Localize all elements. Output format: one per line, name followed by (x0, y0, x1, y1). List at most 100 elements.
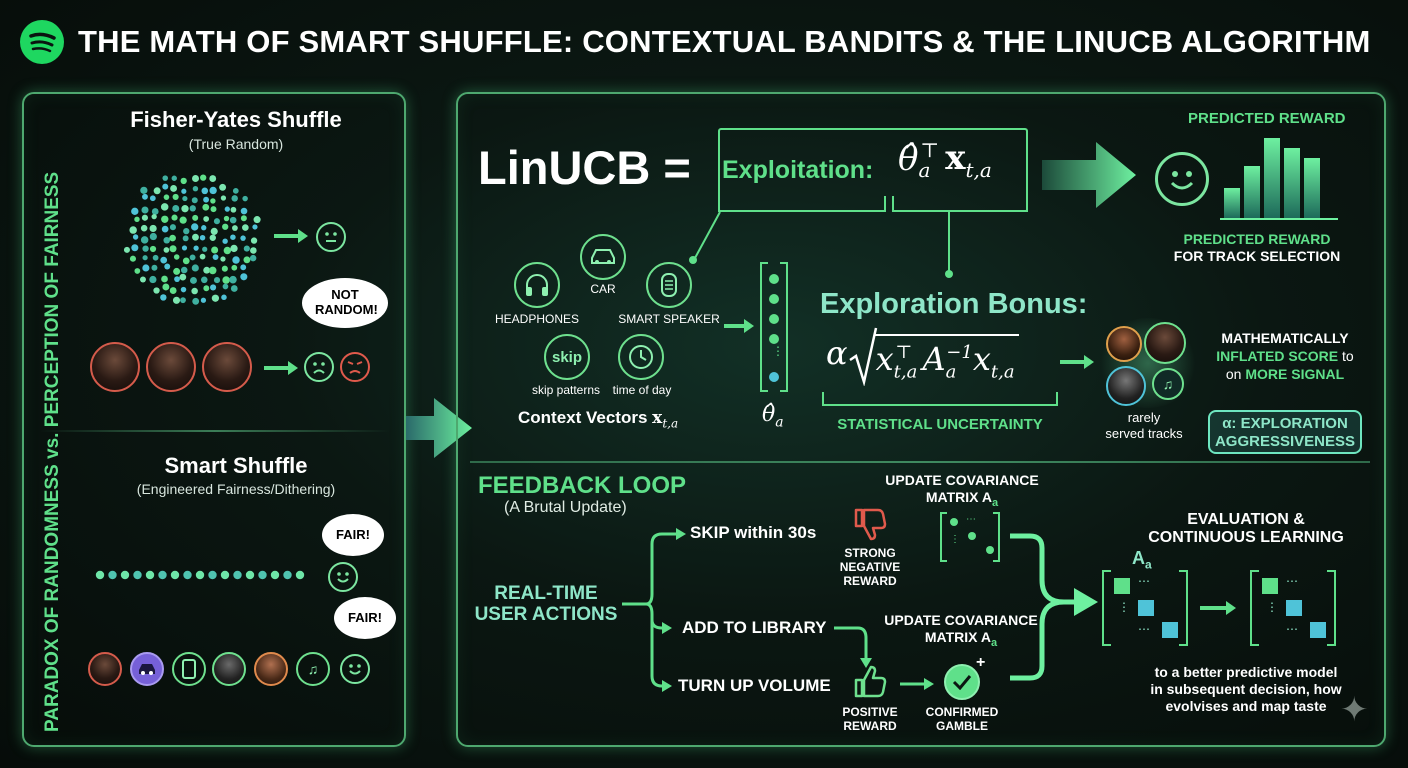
cluster-dot (203, 285, 210, 292)
cluster-dot (179, 273, 187, 281)
cluster-dot (201, 225, 207, 231)
cluster-dot (192, 185, 199, 192)
cluster-dot (160, 203, 169, 211)
cluster-dot (211, 294, 220, 302)
cluster-dot (249, 254, 257, 262)
cluster-dot (199, 234, 206, 241)
cluster-dot (169, 245, 177, 253)
band-avatar (1144, 322, 1186, 364)
context-vectors-label: Context Vectors xt,a (518, 408, 679, 431)
cluster-dot (191, 197, 198, 204)
cluster-dot (169, 287, 177, 294)
cluster-dot (162, 175, 169, 181)
row-dot (295, 570, 305, 580)
theta-vector (760, 262, 788, 392)
cluster-dot (181, 245, 188, 251)
rarely-served-label: rarely served tracks (1105, 410, 1183, 441)
cluster-dot (220, 195, 227, 201)
cluster-dot (199, 253, 206, 260)
row-dot (208, 570, 217, 580)
covariance-matrix-small: ⋯ ⋮ (940, 512, 1000, 562)
cluster-dot (182, 235, 189, 242)
cluster-dot (192, 233, 199, 241)
plus-icon: + (976, 654, 986, 671)
linucb-lhs: LinUCB = (478, 141, 691, 194)
exploitation-box (718, 128, 1028, 212)
cluster-dot (220, 256, 226, 262)
cluster-dot (192, 174, 200, 183)
row-dot (270, 570, 280, 580)
fair-bubble: FAIR! (322, 514, 384, 556)
cluster-dot (240, 235, 246, 241)
cluster-dot (141, 206, 149, 214)
strong-negative-reward-label: STRONG NEGATIVE REWARD (839, 546, 901, 588)
confirmed-gamble-label: CONFIRMED GAMBLE (925, 705, 999, 733)
fisher-yates-title: Fisher-Yates Shuffle (130, 107, 342, 132)
headphones-label: HEADPHONES (494, 312, 580, 326)
spotify-logo-icon (20, 20, 64, 64)
cluster-dot (202, 246, 208, 252)
feedback-loop-subtitle: (A Brutal Update) (504, 499, 627, 516)
cluster-dot (163, 247, 170, 253)
cluster-dot (240, 207, 248, 215)
covariance-matrix-large: ⋯ ⋮ ⋯ (1102, 570, 1188, 646)
cluster-dot (141, 214, 149, 221)
merge-arrows (1010, 533, 1098, 681)
cluster-dot (180, 297, 186, 304)
real-time-actions-label: REAL-TIME USER ACTIONS (474, 583, 618, 625)
cluster-dot (243, 245, 250, 252)
cluster-dot (210, 206, 217, 213)
cluster-dot (240, 264, 247, 271)
cluster-dot (200, 174, 207, 181)
cluster-dot (174, 276, 180, 283)
cluster-dot (252, 224, 258, 230)
cluster-dot (192, 297, 200, 305)
exploitation-formula: θ̂a⊤xt,a (898, 138, 992, 183)
happy-face-icon (340, 654, 370, 684)
headphones-icon (514, 262, 560, 308)
cluster-dot (223, 215, 230, 222)
evaluation-text: to a better predictive model in subseque… (1150, 664, 1342, 714)
arrow-icon (1060, 355, 1094, 369)
cluster-dot (232, 256, 240, 264)
cluster-dot (230, 244, 238, 253)
fair-bubble: FAIR! (334, 597, 396, 639)
cluster-dot (162, 283, 170, 291)
cluster-dot (129, 255, 137, 262)
cluster-dot (189, 254, 196, 261)
cluster-dot (203, 266, 211, 274)
cluster-dot (169, 234, 176, 242)
theta-hat-label: θ̂a (762, 402, 784, 431)
cluster-dot (193, 245, 199, 251)
cluster-dot (219, 183, 227, 191)
artist-avatar (254, 652, 288, 686)
cluster-dot (212, 254, 219, 260)
page-title: THE MATH OF SMART SHUFFLE: CONTEXTUAL BA… (78, 24, 1371, 59)
cluster-dot (139, 276, 146, 283)
cluster-dot (243, 256, 251, 264)
cluster-dot (221, 265, 228, 272)
cluster-dot (151, 208, 159, 215)
car-icon (580, 234, 626, 280)
cluster-dot (191, 264, 199, 272)
cluster-dot (172, 296, 181, 304)
row-dot (283, 570, 292, 580)
uncertainty-bracket (822, 392, 1058, 406)
cluster-dot (208, 266, 217, 275)
cluster-dot (123, 246, 130, 253)
exploitation-bracket-right (892, 196, 1028, 212)
cluster-dot (253, 216, 261, 224)
fisher-yates-subtitle: (True Random) (188, 136, 284, 152)
cluster-dot (240, 273, 248, 281)
left-panel (22, 92, 406, 747)
inflated-score-text: MATHEMATICALLY INFLATED SCORE to on MORE… (1216, 330, 1354, 382)
right-panel (456, 92, 1386, 747)
cluster-dot (149, 275, 157, 284)
alpha-box: α: EXPLORATION AGGRESSIVENESS (1208, 410, 1362, 454)
cluster-dot (213, 218, 220, 225)
band-avatar (146, 342, 196, 392)
exploitation-label: Exploitation: (722, 156, 874, 184)
cluster-dot (210, 284, 217, 291)
cluster-dot (170, 185, 177, 192)
cluster-dot (161, 275, 168, 283)
